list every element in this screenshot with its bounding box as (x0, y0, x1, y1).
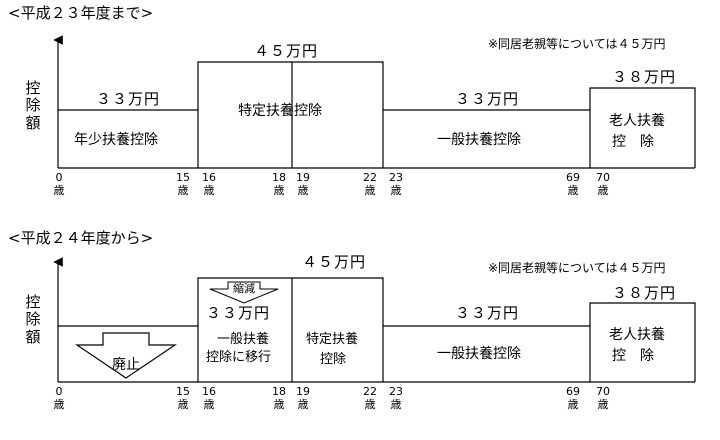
bottom-note: ※同居老親等については４５万円 (488, 261, 666, 275)
top-section-title: <平成２３年度まで> (8, 4, 154, 22)
bottom-amount-33-general: ３３万円 (455, 304, 520, 322)
bottom-amount-33-moved: ３３万円 (206, 304, 271, 322)
bottom-box-elderly-l2: 控 除 (612, 348, 654, 364)
bottom-box-general-deduction: 一般扶養控除 (437, 346, 521, 362)
reduced-arrow-shape (209, 281, 279, 304)
top-box-specific-deduction: 特定扶養控除 (238, 103, 322, 119)
top-boxes-outline (58, 61, 696, 168)
reduced-label: 縮減 (233, 282, 255, 295)
top-box-general-deduction: 一般扶養控除 (437, 132, 521, 148)
bottom-box-moved-l2: 控除に移行 (206, 350, 272, 365)
bottom-box-specific-l1: 特定扶養 (306, 332, 359, 347)
bottom-section-title: <平成２４年度から> (8, 229, 154, 247)
abolished-arrow-shape (75, 332, 177, 379)
top-box-child-deduction: 年少扶養控除 (74, 132, 158, 148)
bottom-amount-45: ４５万円 (302, 253, 367, 271)
bottom-box-elderly-l1: 老人扶養 (609, 327, 665, 343)
bottom-box-specific-l2: 控除 (320, 352, 347, 367)
top-box-elderly-l1: 老人扶養 (609, 113, 665, 129)
abolished-label: 廃止 (112, 357, 140, 373)
top-box-elderly-l2: 控 除 (612, 134, 654, 150)
top-amount-38: ３８万円 (612, 68, 677, 86)
bottom-y-label: 控除額 (25, 293, 41, 346)
top-amount-45: ４５万円 (254, 42, 319, 60)
bottom-amount-38: ３８万円 (612, 284, 677, 302)
top-y-label: 控除額 (25, 79, 41, 132)
bottom-box-moved-l1: 一般扶養 (217, 332, 270, 347)
top-amount-33-general: ３３万円 (455, 90, 520, 108)
bottom-boxes-outline (58, 277, 696, 382)
top-note: ※同居老親等については４５万円 (488, 37, 666, 51)
top-amount-33-child: ３３万円 (96, 90, 161, 108)
